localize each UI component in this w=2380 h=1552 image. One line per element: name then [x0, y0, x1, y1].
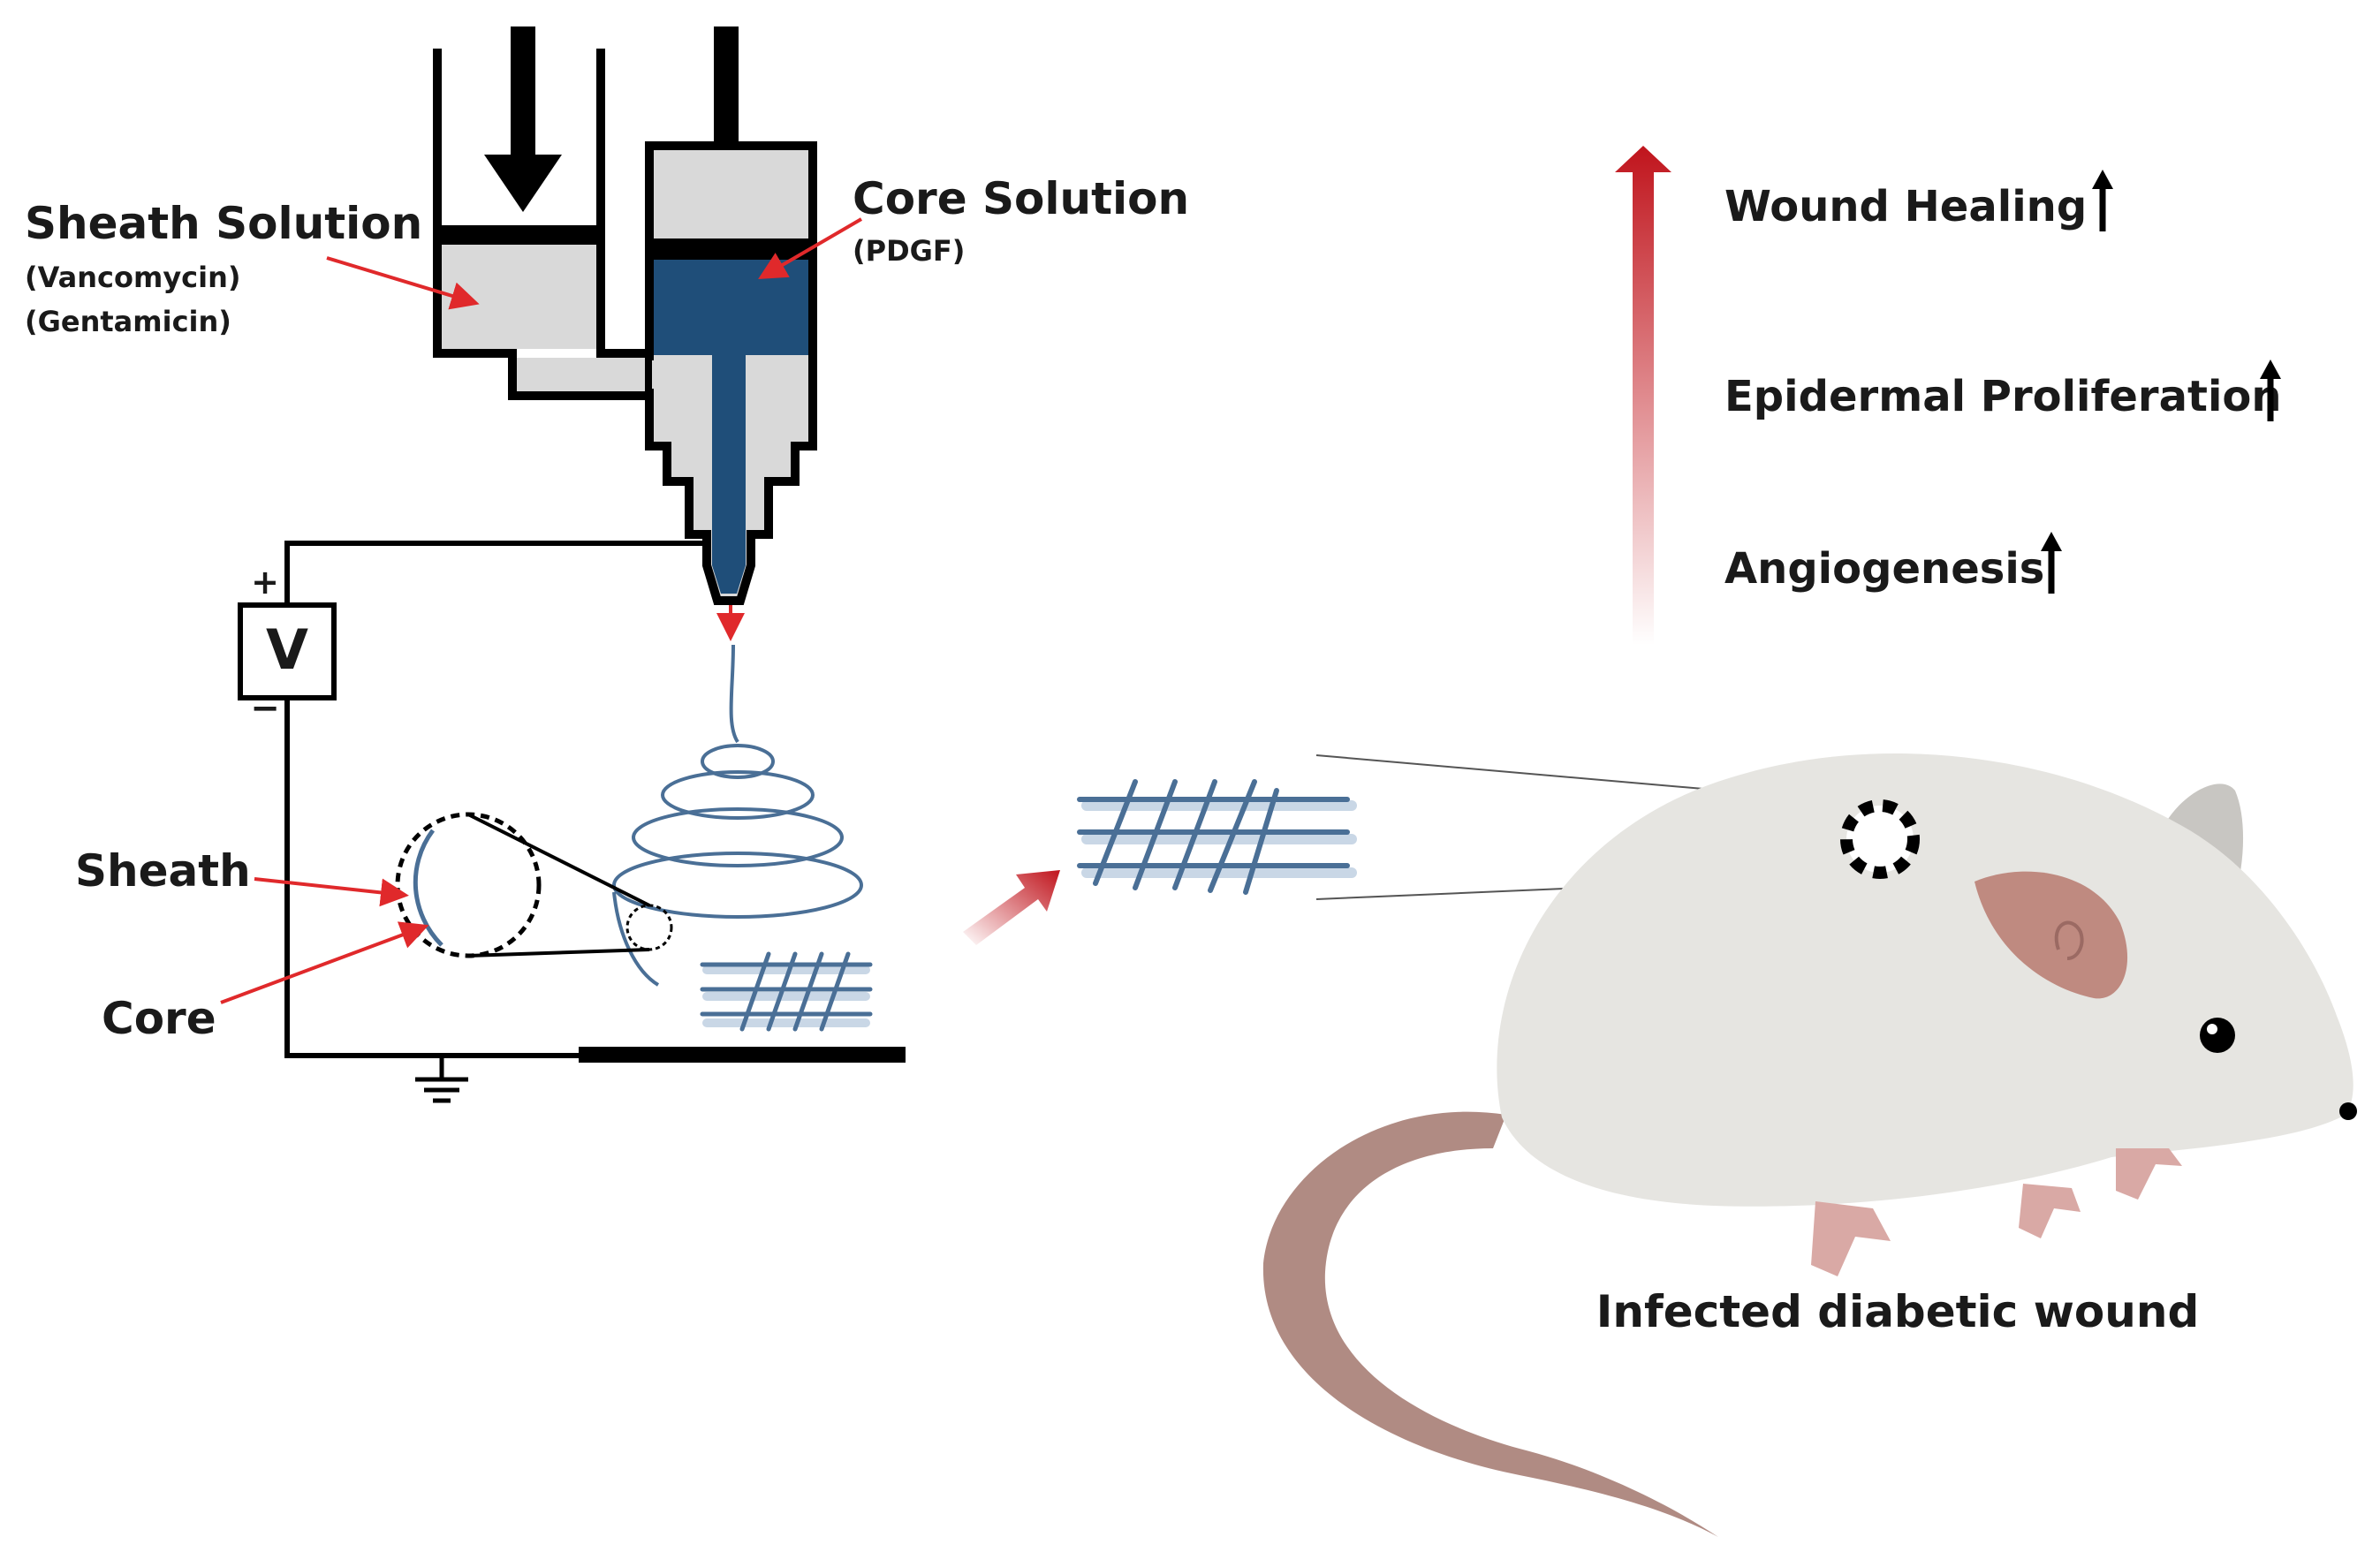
up-arrow-icon	[2260, 360, 2281, 421]
wound-site-icon	[1840, 799, 1920, 879]
core-stream	[712, 355, 746, 594]
improvement-gradient-arrow	[1615, 146, 1671, 645]
core-solution-fill	[654, 260, 808, 355]
wire-bottom	[284, 698, 583, 1058]
voltage-label: V	[266, 617, 308, 682]
core-solution-label: Core Solution	[853, 173, 1189, 224]
fiber-cross-section-large	[395, 812, 542, 958]
sheath-solution-label: Sheath Solution	[25, 198, 422, 249]
core-channel-fill	[652, 360, 670, 389]
zoom-line-top	[467, 813, 650, 907]
sheath-drug-gentamicin: (Gentamicin)	[25, 305, 231, 338]
ground-icon	[415, 1056, 468, 1103]
sheath-solution-fill	[442, 245, 596, 349]
sheath-solution-pointer	[326, 256, 480, 310]
mouse-ear-inner-fold	[2054, 920, 2084, 960]
sheath-drug-vancomycin: (Vancomycin)	[25, 261, 241, 294]
effect-label: Angiogenesis	[1724, 544, 2044, 594]
mouse-eye-highlight	[2207, 1024, 2217, 1034]
core-pointer	[220, 921, 429, 1004]
transfer-arrow	[963, 870, 1060, 945]
core-label: Core	[102, 993, 216, 1044]
fiber-whipping-jet	[612, 644, 863, 987]
wire-top	[284, 541, 707, 605]
electric-circuit	[284, 541, 707, 1058]
sheath-piston	[437, 225, 601, 245]
sheath-barrel	[433, 49, 667, 400]
effect-label: Epidermal Proliferation	[1724, 372, 2282, 421]
collector-plate	[579, 1047, 906, 1063]
core-sheath-fiber-zoom	[395, 812, 673, 958]
mouse-eye	[2200, 1018, 2235, 1053]
collected-fiber-mesh	[700, 951, 873, 1032]
up-arrow-icon	[2041, 532, 2062, 594]
voltage-minus: −	[250, 688, 280, 729]
sheath-syringe	[433, 26, 667, 400]
sheath-label: Sheath	[75, 845, 251, 897]
core-syringe	[645, 26, 817, 605]
mouse-tail	[1262, 1111, 1718, 1537]
sheath-plunger-arrowhead	[484, 155, 562, 212]
applied-fiber-mesh	[1077, 779, 1357, 895]
voltage-plus: +	[251, 563, 279, 602]
mouse-nose	[2339, 1102, 2357, 1120]
mouse-body	[1497, 753, 2353, 1207]
sheath-channel-fill	[517, 358, 663, 391]
mouse-paw-mid	[2019, 1184, 2081, 1238]
core-piston	[654, 238, 808, 260]
wound-caption: Infected diabetic wound	[1596, 1286, 2200, 1337]
mouse-paw-front	[2116, 1148, 2182, 1200]
sheath-plunger-rod	[511, 26, 535, 159]
fiber-core-arc	[413, 829, 443, 947]
mouse-illustration	[1262, 753, 2357, 1537]
voltage-source-box	[238, 602, 337, 700]
mouse-front-ear	[1974, 871, 2128, 999]
sheath-pointer	[254, 877, 409, 907]
fiber-cross-section-small	[625, 904, 673, 951]
zoom-line-bottom	[467, 948, 650, 958]
core-drug-pdgf: (PDGF)	[853, 234, 965, 268]
up-arrow-icon	[2092, 170, 2113, 231]
core-solution-pointer	[758, 217, 863, 280]
mouse-paw-rear	[1811, 1201, 1891, 1276]
effect-label: Wound Healing	[1724, 182, 2087, 231]
